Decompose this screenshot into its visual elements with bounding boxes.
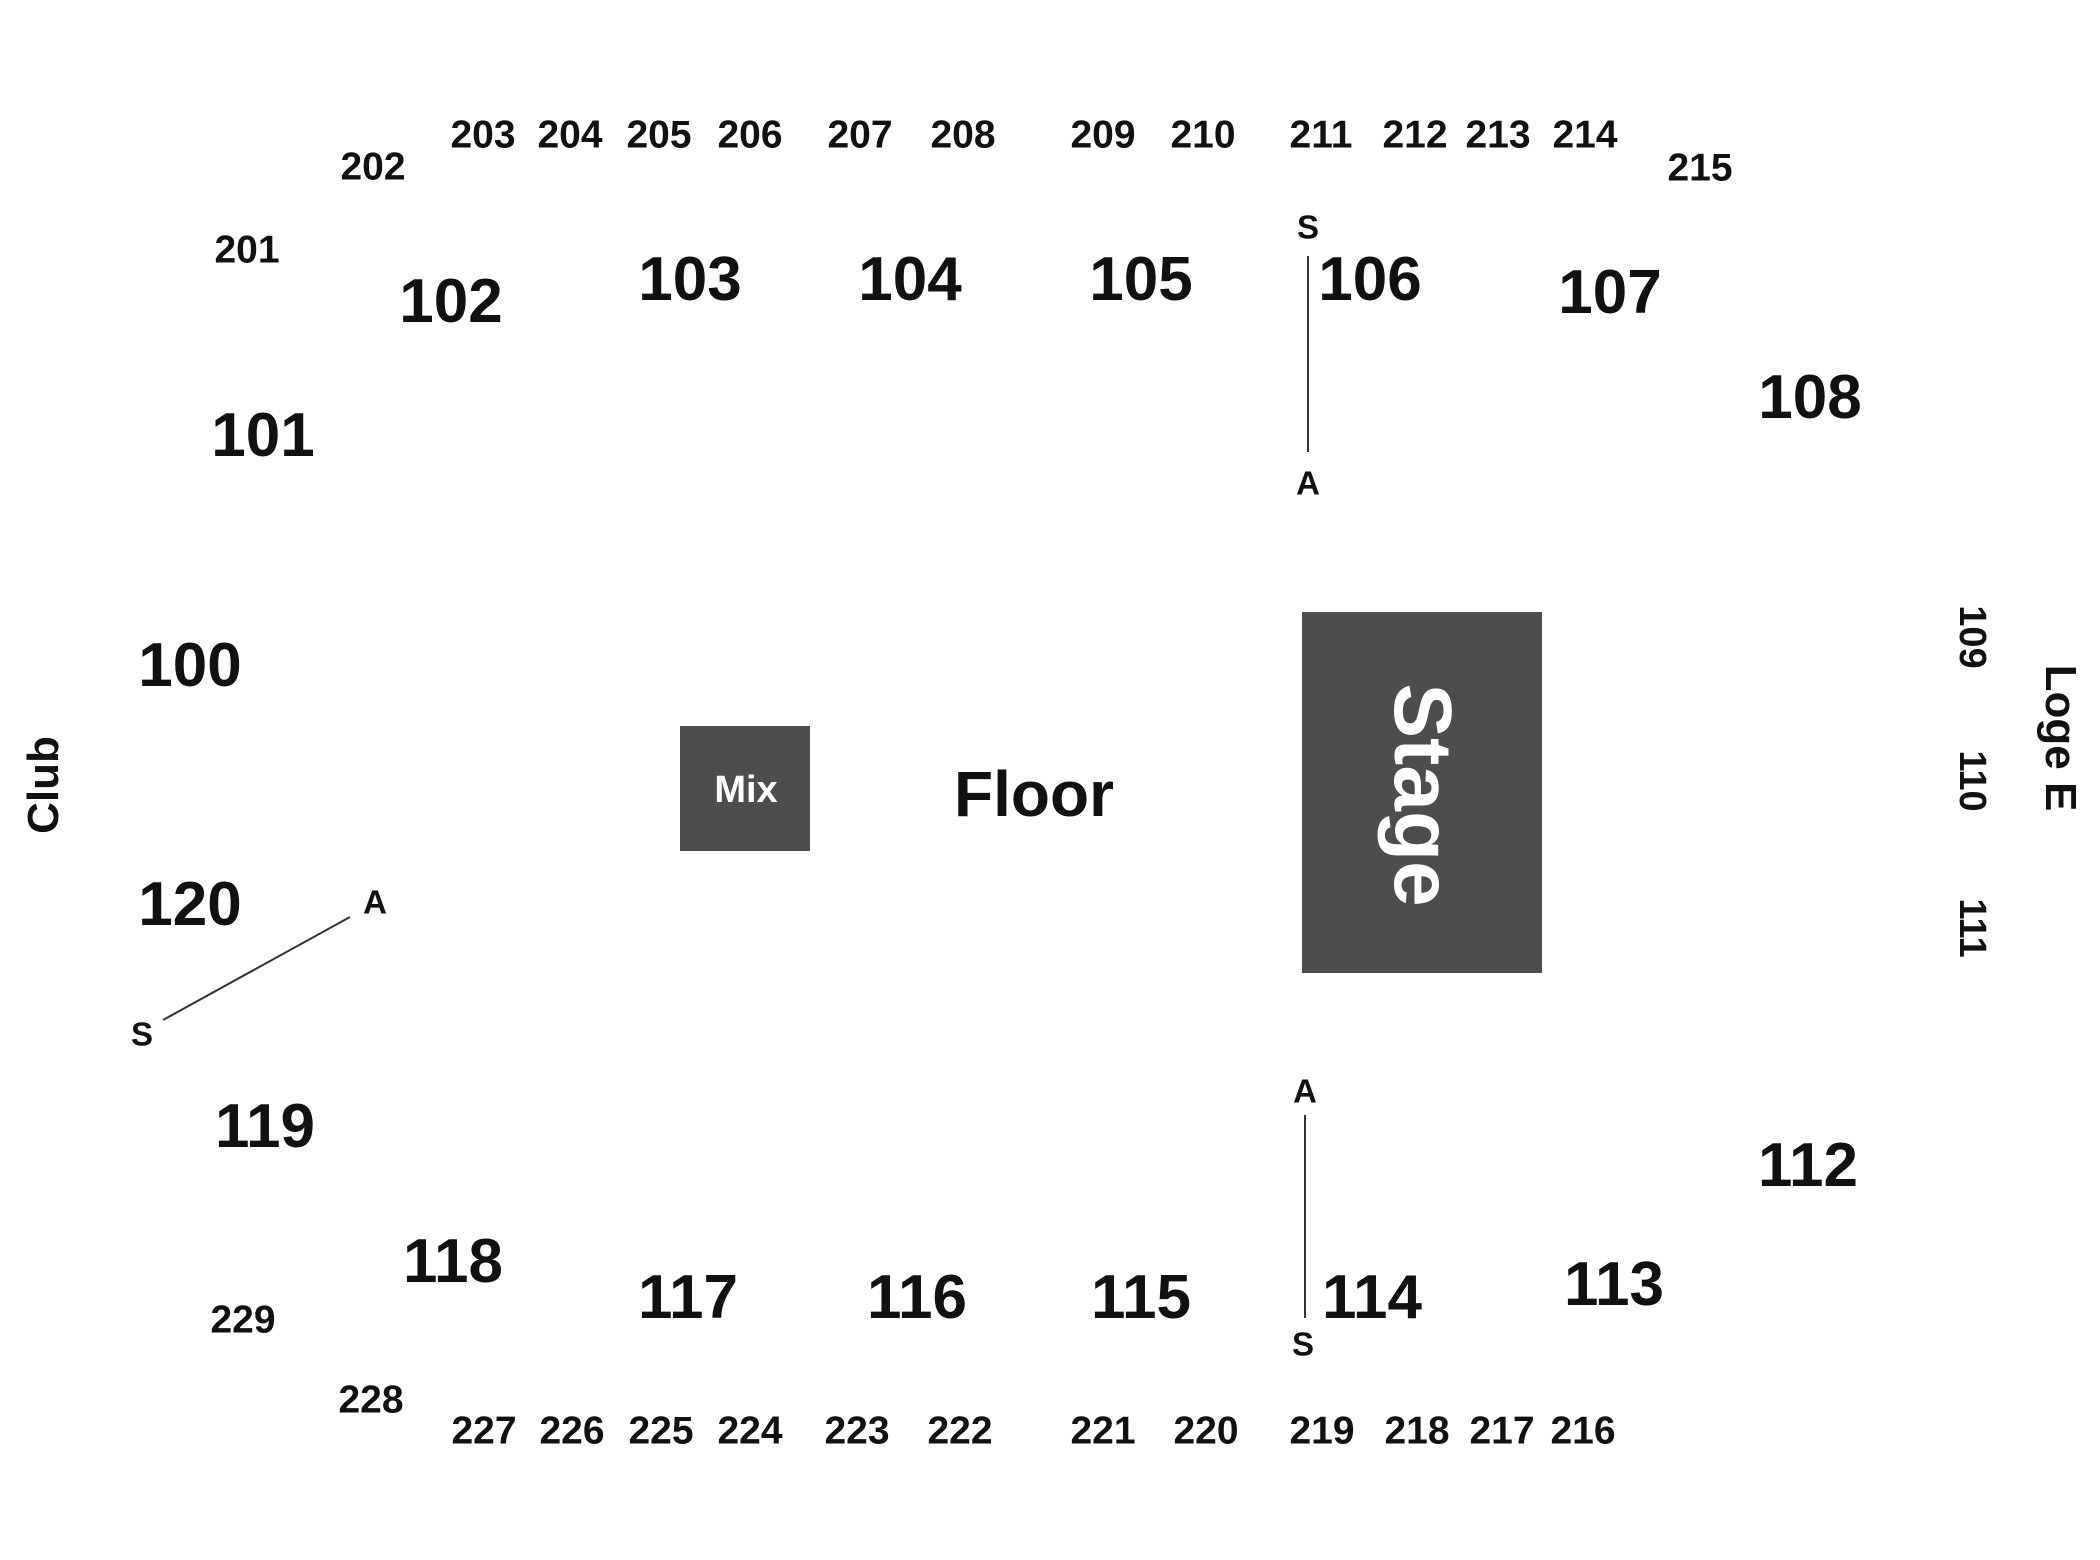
- section-208[interactable]: 208: [930, 113, 996, 157]
- section-207[interactable]: 207: [827, 113, 893, 157]
- section-101[interactable]: 101: [211, 401, 315, 470]
- section-102[interactable]: 102: [399, 267, 503, 336]
- section-205[interactable]: 205: [626, 113, 692, 157]
- section-228[interactable]: 228: [338, 1378, 404, 1422]
- section-218[interactable]: 218: [1384, 1409, 1450, 1453]
- section-226[interactable]: 226: [539, 1409, 605, 1453]
- section-107[interactable]: 107: [1558, 258, 1662, 327]
- section-117[interactable]: 117: [637, 1263, 739, 1332]
- section-221[interactable]: 221: [1070, 1409, 1136, 1453]
- marker-a-left: A: [363, 883, 387, 921]
- section-104[interactable]: 104: [858, 245, 962, 314]
- section-217[interactable]: 217: [1469, 1409, 1535, 1453]
- section-201[interactable]: 201: [214, 228, 280, 272]
- section-209[interactable]: 209: [1070, 113, 1136, 157]
- loge-e-label: Loge E: [2036, 664, 2085, 812]
- section-214[interactable]: 214: [1552, 113, 1618, 157]
- mix-box[interactable]: [680, 726, 810, 851]
- section-100[interactable]: 100: [138, 631, 242, 700]
- section-210[interactable]: 210: [1170, 113, 1236, 157]
- marker-a-bottom-right: A: [1293, 1072, 1317, 1110]
- section-109[interactable]: 109: [1951, 605, 1993, 669]
- section-119[interactable]: 119: [214, 1092, 316, 1161]
- section-106[interactable]: 106: [1318, 245, 1422, 314]
- section-215[interactable]: 215: [1667, 146, 1733, 190]
- section-202[interactable]: 202: [340, 145, 406, 189]
- section-120[interactable]: 120: [138, 870, 242, 939]
- section-203[interactable]: 203: [450, 113, 516, 157]
- section-204[interactable]: 204: [537, 113, 603, 157]
- section-108[interactable]: 108: [1758, 363, 1862, 432]
- marker-s-bottom-right: S: [1291, 1325, 1315, 1363]
- section-112[interactable]: 112: [1757, 1131, 1859, 1200]
- floor-label[interactable]: Floor: [954, 758, 1114, 830]
- section-116[interactable]: 116: [866, 1263, 968, 1332]
- section-225[interactable]: 225: [628, 1409, 694, 1453]
- section-103[interactable]: 103: [638, 245, 742, 314]
- section-111[interactable]: 111: [1951, 898, 1993, 958]
- section-227[interactable]: 227: [451, 1409, 517, 1453]
- section-105[interactable]: 105: [1089, 245, 1193, 314]
- club-label: Club: [19, 736, 68, 834]
- section-211[interactable]: 211: [1289, 113, 1353, 157]
- stage-label: Stage: [1377, 683, 1468, 907]
- section-220[interactable]: 220: [1173, 1409, 1239, 1453]
- section-110[interactable]: 110: [1951, 750, 1993, 812]
- section-118[interactable]: 118: [402, 1227, 504, 1296]
- section-113[interactable]: 113: [1563, 1250, 1665, 1319]
- section-229[interactable]: 229: [210, 1298, 276, 1342]
- marker-a-top-right: A: [1296, 464, 1320, 502]
- section-222[interactable]: 222: [927, 1409, 993, 1453]
- section-213[interactable]: 213: [1465, 113, 1531, 157]
- section-224[interactable]: 224: [717, 1409, 783, 1453]
- section-115[interactable]: 115: [1090, 1263, 1192, 1332]
- marker-s-top-right: S: [1296, 208, 1320, 246]
- marker-s-left: S: [130, 1015, 154, 1053]
- section-219[interactable]: 219: [1289, 1409, 1355, 1453]
- aisle-line-left: [162, 916, 351, 1021]
- section-216[interactable]: 216: [1550, 1409, 1616, 1453]
- section-223[interactable]: 223: [824, 1409, 890, 1453]
- mix-label: Mix: [714, 769, 778, 811]
- section-206[interactable]: 206: [717, 113, 783, 157]
- stage-box: [1302, 612, 1542, 973]
- section-212[interactable]: 212: [1382, 113, 1448, 157]
- section-114[interactable]: 114: [1321, 1263, 1423, 1332]
